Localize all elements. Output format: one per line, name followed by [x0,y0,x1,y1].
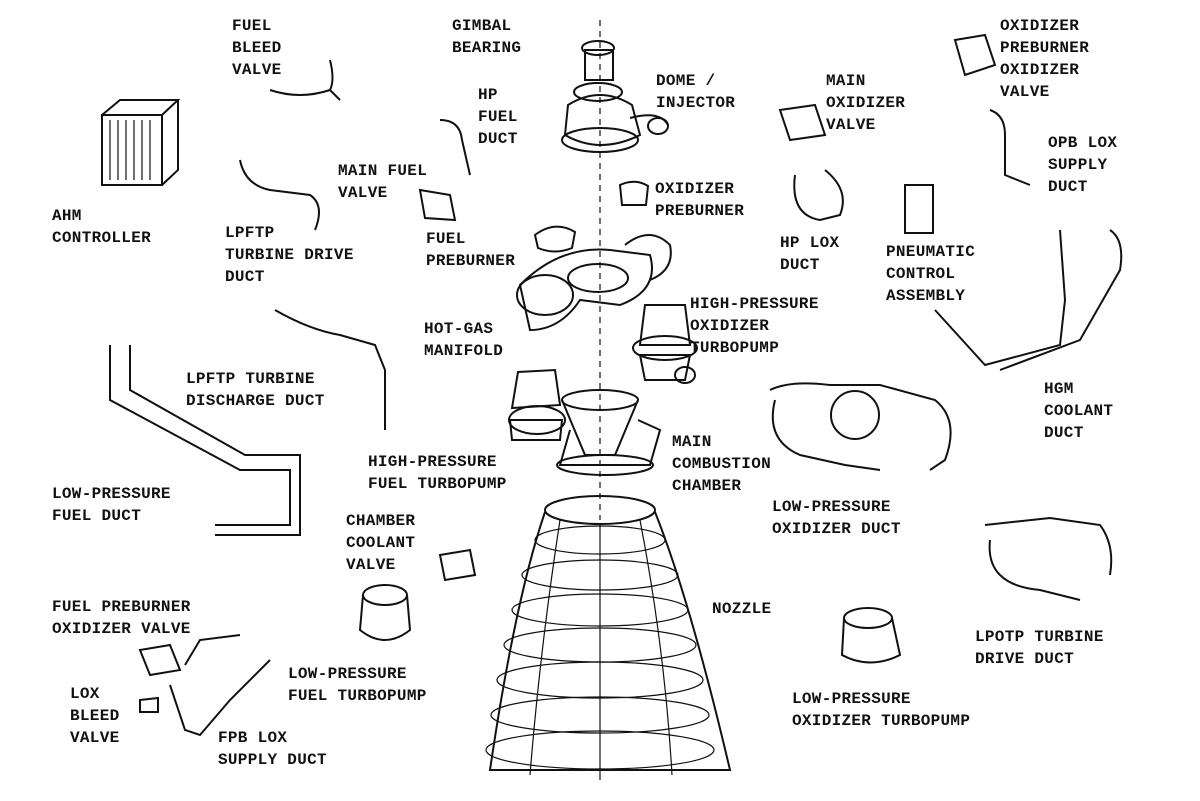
label-fuel-bleed-valve: FUEL BLEED VALVE [232,17,282,79]
pneumatic-control-assembly-part [904,184,934,234]
opb-lox-supply-duct-part [989,109,1031,186]
lpftp-turbine-discharge-duct-part [274,309,386,430]
label-main-oxidizer-valve: MAIN OXIDIZER VALVE [826,72,906,134]
label-lpftp-turbine-drive-duct: LPFTP TURBINE DRIVE DUCT [225,224,354,286]
label-chamber-coolant-valve: CHAMBER COOLANT VALVE [346,512,416,574]
label-dome-injector: DOME / INJECTOR [656,72,736,112]
lpotp-part [840,607,902,664]
label-main-fuel-valve: MAIN FUEL VALVE [338,162,428,202]
label-opb-lox-supply-duct: OPB LOX SUPPLY DUCT [1048,134,1118,196]
lpotp-turbine-drive-duct-part [984,516,1113,601]
label-low-pressure-fuel-duct: LOW-PRESSURE FUEL DUCT [52,485,171,525]
opov-part [953,33,997,77]
gimbal-bearing-part [573,40,623,102]
oxidizer-preburner-part [618,180,650,206]
label-ahm-controller: AHM CONTROLLER [52,207,152,247]
label-lpotp: LOW-PRESSURE OXIDIZER TURBOPUMP [792,690,971,730]
label-fpov: FUEL PREBURNER OXIDIZER VALVE [52,598,191,638]
label-oxidizer-preburner: OXIDIZER PREBURNER [655,180,745,220]
fuel-preburner-part [533,225,577,253]
fuel-bleed-valve-part [269,59,341,101]
low-pressure-oxidizer-duct-part [769,382,952,471]
hpotp-part [632,304,698,384]
main-combustion-chamber-part [556,389,662,476]
hp-lox-duct-part [793,169,844,222]
label-main-combustion-chamber: MAIN COMBUSTION CHAMBER [672,433,772,495]
label-hp-lox-duct: HP LOX DUCT [780,234,840,274]
label-lox-bleed-valve: LOX BLEED VALVE [70,685,120,747]
fpov-part [138,634,241,677]
lpftp-part [358,584,412,641]
main-oxidizer-valve-part [778,103,827,142]
label-lpftp-turbine-discharge-duct: LPFTP TURBINE DISCHARGE DUCT [186,370,325,410]
lpftp-turbine-drive-duct-part [239,159,320,231]
lox-bleed-valve-part [139,696,159,713]
label-hpftp: HIGH-PRESSURE FUEL TURBOPUMP [368,453,507,493]
label-lpotp-turbine-drive-duct: LPOTP TURBINE DRIVE DUCT [975,628,1104,668]
label-fuel-preburner: FUEL PREBURNER [426,230,516,270]
label-opov: OXIDIZER PREBURNER OXIDIZER VALVE [1000,17,1090,101]
lpod-sphere [830,390,880,440]
label-hot-gas-manifold: HOT-GAS MANIFOLD [424,320,504,360]
low-pressure-fuel-duct-part [109,345,301,536]
label-pneumatic-control-assembly: PNEUMATIC CONTROL ASSEMBLY [886,243,976,305]
label-lpftp: LOW-PRESSURE FUEL TURBOPUMP [288,665,427,705]
hot-gas-manifold-part [516,234,672,332]
label-gimbal-bearing: GIMBAL BEARING [452,17,522,57]
label-hgm-coolant-duct: HGM COOLANT DUCT [1044,380,1114,442]
dome-injector-part [561,94,669,153]
label-hp-fuel-duct: HP FUEL DUCT [478,86,518,148]
fpb-lox-supply-duct-part [169,659,271,737]
ahm-controller-part [101,99,181,186]
hp-fuel-duct-part [439,119,471,176]
hgm-coolant-duct-part [934,229,1123,371]
label-low-pressure-oxidizer-duct: LOW-PRESSURE OXIDIZER DUCT [772,498,901,538]
label-nozzle: NOZZLE [712,600,772,618]
label-hpotp: HIGH-PRESSURE OXIDIZER TURBOPUMP [690,295,819,357]
chamber-coolant-valve-part [438,548,477,582]
main-fuel-valve-part [418,188,457,222]
hpftp-part [508,368,566,441]
nozzle-part [485,495,732,780]
label-fpb-lox-supply-duct: FPB LOX SUPPLY DUCT [218,729,327,769]
